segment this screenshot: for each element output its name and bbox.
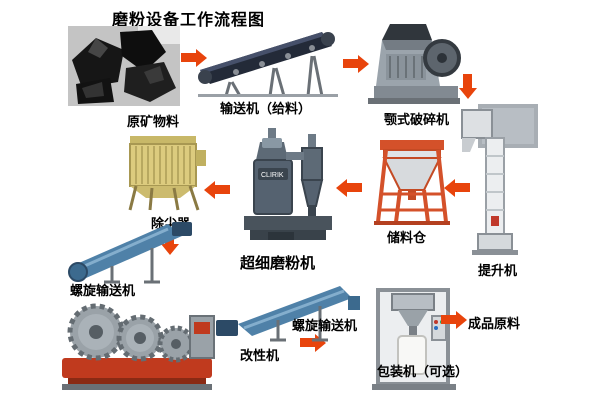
page-title: 磨粉设备工作流程图	[112, 12, 266, 29]
screw-conveyor-icon	[68, 222, 192, 284]
arrow-elevator-to-silo	[455, 183, 470, 192]
grinding-mill-icon: CLIRIK	[244, 128, 332, 240]
raw-ore-image	[68, 26, 180, 106]
dust-collector-icon	[128, 136, 206, 211]
modifier-machine-image	[58, 294, 218, 394]
label-mill: 超细磨粉机	[240, 255, 316, 272]
label-storage-silo: 储料仓	[387, 230, 427, 245]
arrow-silo-to-mill	[347, 183, 362, 192]
storage-silo-image	[372, 136, 452, 226]
belt-conveyor-icon	[198, 32, 338, 97]
jaw-crusher-icon	[368, 24, 461, 104]
label-modifier: 改性机	[240, 348, 280, 363]
arrow-conveyor-to-crusher	[343, 59, 358, 68]
label-bucket-elevator: 提升机	[478, 263, 518, 278]
label-screw-conveyor-bottom: 螺旋输送机	[292, 318, 358, 333]
screw-conveyor-icon	[216, 286, 360, 342]
modifier-machine-icon	[62, 303, 215, 390]
arrow-crusher-to-elevator	[463, 74, 472, 88]
screw-conveyor-left-image	[56, 222, 194, 284]
packing-machine-icon	[372, 288, 456, 390]
label-finished-product: 成品原料	[468, 316, 521, 331]
raw-ore-photo-icon	[68, 26, 180, 106]
mill-brand-logo: CLIRIK	[261, 172, 284, 179]
arrow-mill-to-dust-collector	[215, 185, 230, 194]
dust-collector-image	[122, 134, 208, 212]
label-raw-material: 原矿物料	[127, 114, 180, 129]
packing-machine-image	[370, 286, 462, 392]
arrow-modifier-to-screw	[300, 338, 315, 347]
grinding-mill-image: CLIRIK	[238, 124, 338, 248]
jaw-crusher-image	[366, 16, 462, 106]
arrow-packing-to-finished	[441, 315, 456, 324]
label-packing-machine: 包装机（可选）	[377, 364, 469, 379]
label-screw-conveyor-left: 螺旋输送机	[70, 283, 136, 298]
bucket-elevator-image	[456, 104, 540, 256]
storage-silo-icon	[374, 140, 450, 225]
powder-bag-icon	[397, 335, 427, 375]
arrow-raw-to-conveyor	[181, 53, 196, 62]
bucket-elevator-icon	[461, 104, 538, 255]
label-jaw-crusher: 颚式破碎机	[384, 112, 450, 127]
feeder-conveyor-image	[196, 24, 344, 98]
screw-conveyor-bottom-image	[212, 282, 364, 342]
label-feeder-conveyor: 输送机（给料）	[220, 101, 312, 116]
